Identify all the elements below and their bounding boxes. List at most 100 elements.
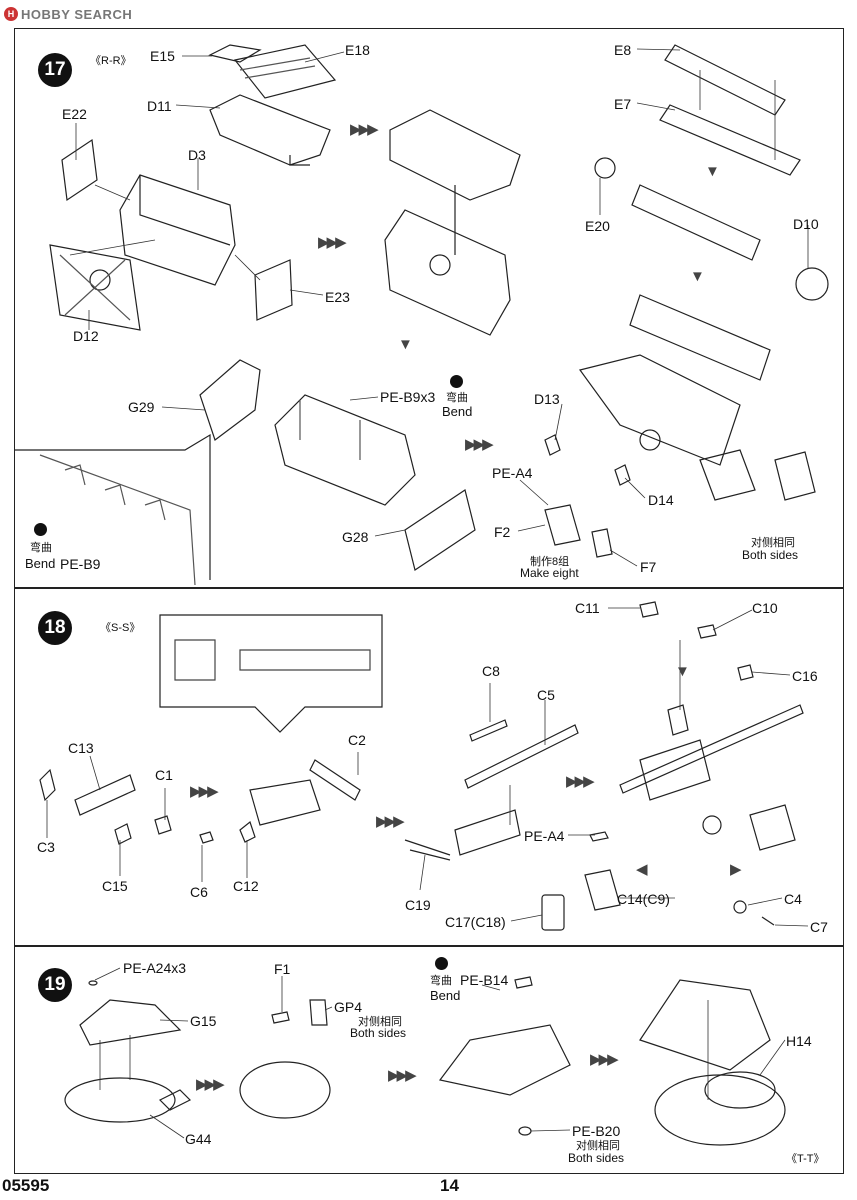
label-c10: C10 [752,600,778,616]
step-18-panel [14,588,844,946]
logo-text: HOBBY SEARCH [21,6,133,22]
label-c11: C11 [575,600,600,616]
flow-arrow-icon: ▶▶▶ [465,436,494,453]
part-c10 [697,624,717,639]
label-e23: E23 [325,289,350,305]
inset-bend-en: Bend [25,556,56,571]
flow-arrow-icon: ▶▶▶ [590,1051,619,1068]
flow-arrow-icon: ▼ [398,336,413,353]
label-c15: C15 [102,878,128,894]
part-c14 [584,869,621,911]
flow-arrow-icon: ▶▶▶ [190,783,219,800]
both-sides-cn: 对侧相同 [751,537,795,549]
part-d12 [49,244,141,331]
flow-arrow-icon: ▶▶▶ [350,121,379,138]
flow-arrow-icon: ▶▶▶ [566,773,595,790]
part-c7 [761,916,775,926]
label-c5: C5 [537,687,555,703]
step-19-number: 19 [38,968,72,1002]
part-gp4 [309,999,328,1026]
label-pe-b14: PE-B14 [460,972,509,988]
product-code: 05595 [2,1176,50,1195]
part-f2 [544,504,581,546]
part-pe-a24 [88,980,98,986]
gp4-both-sides-cn: 对侧相同 [358,1016,402,1028]
step-17-panel [14,28,844,588]
part-pe-b14 [514,976,533,989]
label-f7: F7 [640,559,657,575]
label-d13: D13 [534,391,560,407]
part-g29 [199,359,261,441]
label-pe-a24x3: PE-A24x3 [123,960,187,976]
flow-arrow-icon: ▼ [705,163,720,180]
step-19-view-label: 《T-T》 [786,1153,825,1165]
part-g44 [64,1077,176,1123]
flow-arrow-icon: ▶▶▶ [196,1076,225,1093]
label-c2: C2 [348,732,366,748]
label-pe-a4-17: PE-A4 [492,465,533,481]
part-c2 [309,759,361,801]
part-c3 [39,768,56,802]
label-c14: C14(C9) [617,891,670,907]
part-c8 [469,719,508,742]
part-d13 [544,434,561,456]
label-e15: E15 [150,48,175,64]
part-c13 [74,774,136,816]
step-17-number: 17 [38,53,72,87]
label-pe-b9: PE-B9 [60,556,101,572]
both-sides-en: Both sides [742,548,799,562]
bend-en-19: Bend [430,988,461,1003]
page-number: 14 [440,1176,459,1195]
part-c5 [464,724,579,789]
label-g28: G28 [342,529,369,545]
step-19-panel [14,946,844,1174]
label-c7: C7 [810,919,828,935]
part-c6 [199,831,214,844]
part-pe-a4-18 [589,831,609,842]
label-f2: F2 [494,524,511,540]
label-c8: C8 [482,663,500,679]
b20-both-sides-en: Both sides [568,1151,625,1165]
part-g28 [404,489,476,571]
label-e8: E8 [614,42,632,58]
part-c19 [404,839,451,861]
label-c4: C4 [784,891,802,907]
part-g15 [79,999,182,1046]
part-c4 [733,900,747,914]
part-d3 [119,174,236,286]
label-c17: C17(C18) [445,914,506,930]
part-c16 [737,664,754,681]
make-eight-cn: 制作8组 [530,556,570,568]
flow-arrow-icon: ◀ [636,861,647,878]
part-e20 [594,157,616,179]
part-c1 [154,815,172,835]
bend-cn-label: 弯曲 [446,392,468,404]
label-c16: C16 [792,668,818,684]
part-e15 [208,44,262,63]
label-f1: F1 [274,961,291,977]
label-c1: C1 [155,767,173,783]
bend-icon-19 [435,957,448,970]
part-d10 [795,267,829,301]
flow-arrow-icon: ▼ [675,663,690,680]
label-d12: D12 [73,328,99,344]
flow-arrow-icon: ▶ [730,861,741,878]
bend-cn-19: 弯曲 [430,975,452,987]
label-d14: D14 [648,492,674,508]
label-d10: D10 [793,216,819,232]
label-e20: E20 [585,218,610,234]
label-e22: E22 [62,106,87,122]
step-18-view-label: 《S-S》 [100,622,141,634]
logo-mark: H [4,7,18,21]
label-pe-b20: PE-B20 [572,1123,621,1139]
inset-bend-cn: 弯曲 [30,542,52,554]
label-c13: C13 [68,740,94,756]
label-g29: G29 [128,399,155,415]
flow-arrow-icon: ▼ [690,268,705,285]
part-e7 [659,104,801,176]
part-f7 [591,528,613,558]
label-pe-b9x3: PE-B9x3 [380,389,436,405]
label-c6: C6 [190,884,208,900]
step-17-view-label: 《R-R》 [90,55,132,67]
